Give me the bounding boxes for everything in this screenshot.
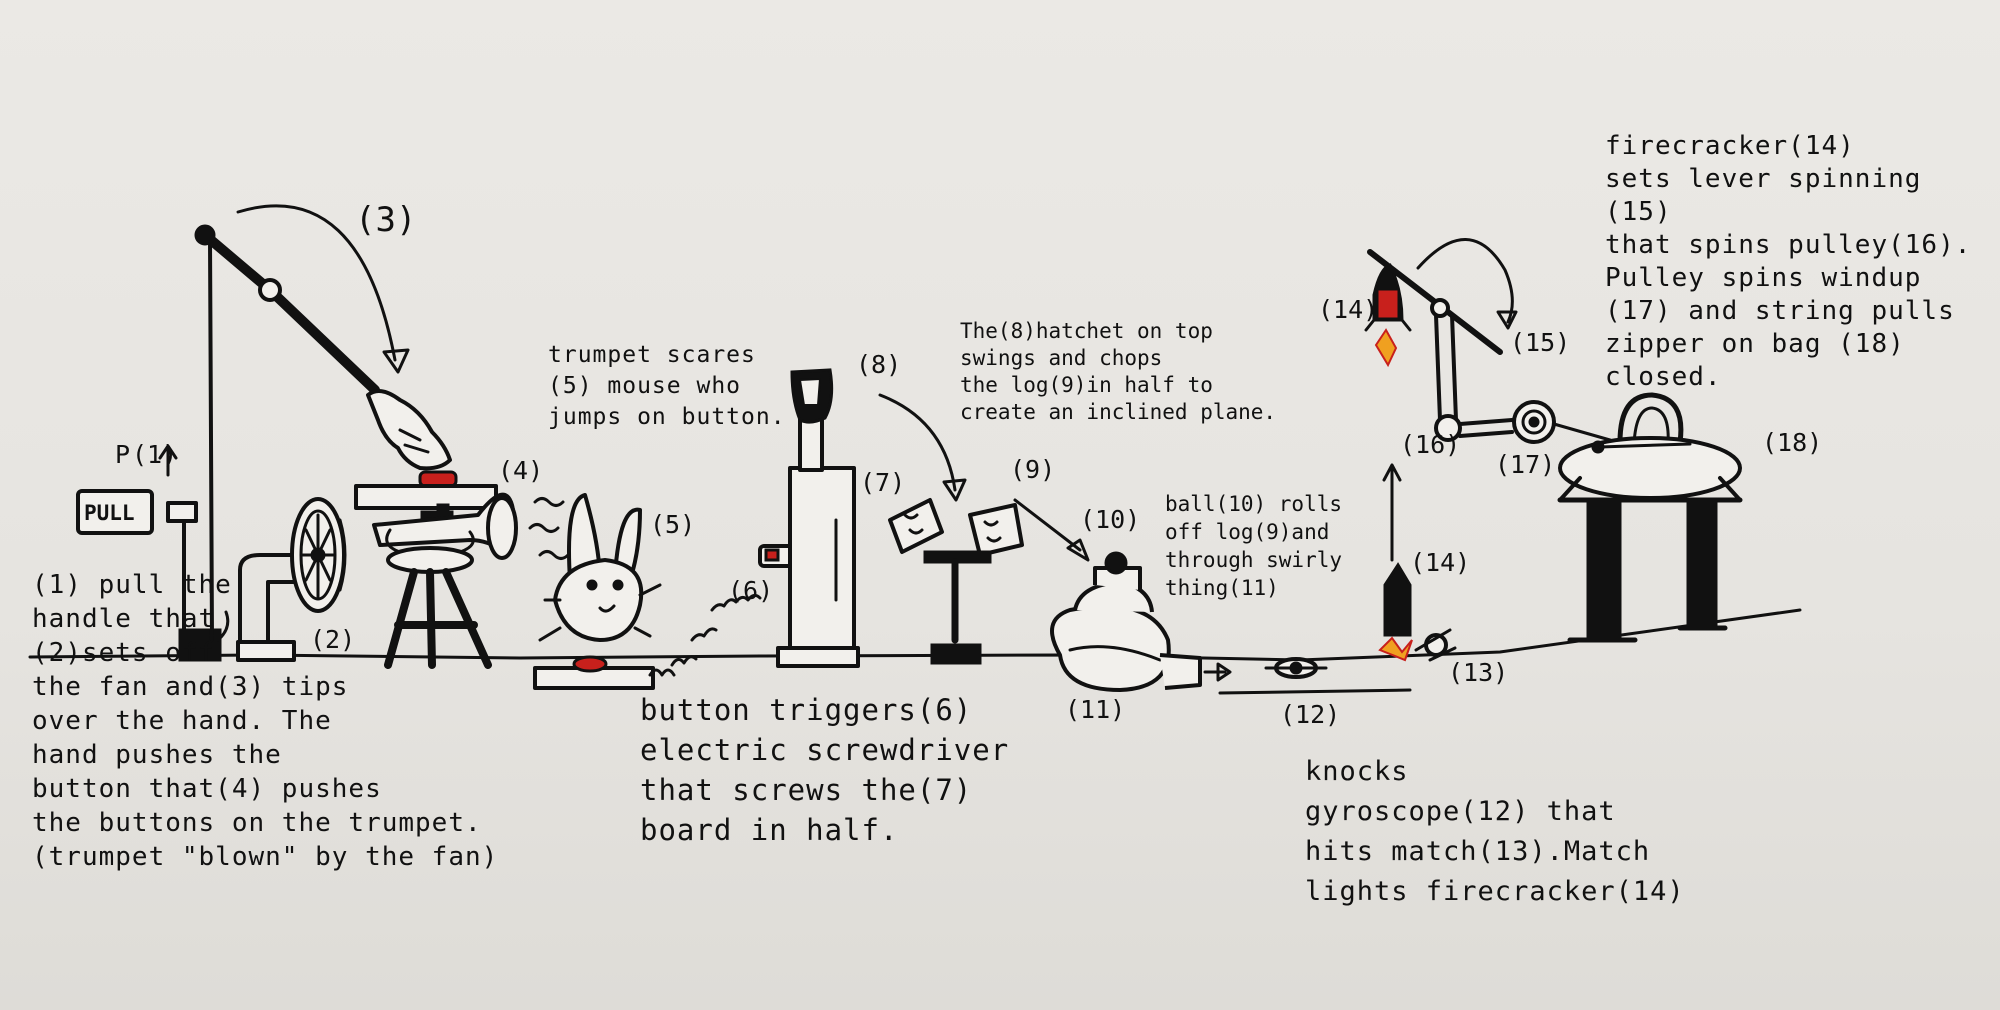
launch-arrow	[1382, 463, 1402, 562]
swirl-icon	[1050, 566, 1232, 692]
swing-arrow	[236, 204, 410, 374]
log-arrow	[1013, 498, 1090, 562]
caption-steps-10-11: ball(10) rolls off log(9)and through swi…	[1165, 492, 1343, 600]
label-8: (8)	[856, 350, 902, 379]
label-14-ground: (14)	[1410, 548, 1471, 577]
firecracker-icon	[1378, 463, 1413, 662]
caption-step-5: trumpet scares (5) mouse who jumps on bu…	[548, 342, 786, 430]
gyroscope-icon	[1264, 657, 1328, 679]
log-icon	[888, 498, 1090, 665]
label-6: (6)	[728, 576, 774, 605]
label-1: (1)	[132, 440, 178, 469]
mouse-icon	[538, 493, 662, 642]
pulley-icon	[1434, 414, 1514, 442]
hatchet-arrow	[878, 393, 967, 502]
ground-line	[28, 608, 1802, 662]
pull-sign-text: PULL	[84, 501, 135, 525]
windup-icon	[1512, 400, 1612, 444]
stool	[384, 546, 492, 669]
label-10: (10)	[1080, 505, 1141, 534]
match-icon	[1414, 628, 1457, 662]
label-3: (3)	[355, 200, 417, 240]
label-18: (18)	[1762, 428, 1823, 457]
label-12: (12)	[1280, 700, 1341, 729]
top-button	[354, 470, 498, 510]
caption-steps-12-14: knocks gyroscope(12) that hits match(13)…	[1305, 756, 1685, 907]
caption-steps-1-4: (1) pull the handle that (2)sets off the…	[32, 570, 499, 872]
label-14-rocket: (14)	[1318, 295, 1379, 324]
sound-waves	[528, 497, 570, 560]
label-4: (4)	[498, 456, 544, 485]
coiled-cord	[648, 593, 762, 677]
label-15: (15)	[1510, 328, 1571, 357]
pull-up-arrow	[158, 444, 178, 477]
caption-steps-14-18: firecracker(14) sets lever spinning (15)…	[1605, 131, 1972, 392]
label-13: (13)	[1448, 658, 1509, 687]
lever-arm	[194, 204, 410, 642]
label-9: (9)	[1010, 455, 1056, 484]
ball-icon	[1104, 551, 1128, 575]
label-5: (5)	[650, 510, 696, 539]
hand-icon	[366, 389, 452, 471]
hatchet-icon	[790, 368, 967, 502]
board-post	[776, 413, 860, 668]
label-pull-hint: P	[115, 440, 131, 469]
label-2: (2)	[310, 625, 356, 654]
lever-icon	[1367, 238, 1518, 422]
pull-sign	[76, 489, 154, 535]
pull-handle	[158, 444, 230, 662]
bag-icon	[1558, 392, 1742, 502]
fan-icon	[236, 497, 347, 662]
label-16: (16)	[1400, 430, 1461, 459]
ground-line-lower	[1218, 688, 1412, 695]
label-17: (17)	[1495, 450, 1556, 479]
caption-steps-8-9: The(8)hatchet on top swings and chops th…	[960, 319, 1277, 424]
caption-steps-6-7: button triggers(6) electric screwdriver …	[640, 693, 1010, 847]
rocket-icon	[1364, 263, 1412, 368]
floor-button	[533, 655, 655, 690]
label-11: (11)	[1065, 695, 1126, 724]
label-7: (7)	[860, 468, 906, 497]
bag-table	[1557, 497, 1743, 643]
